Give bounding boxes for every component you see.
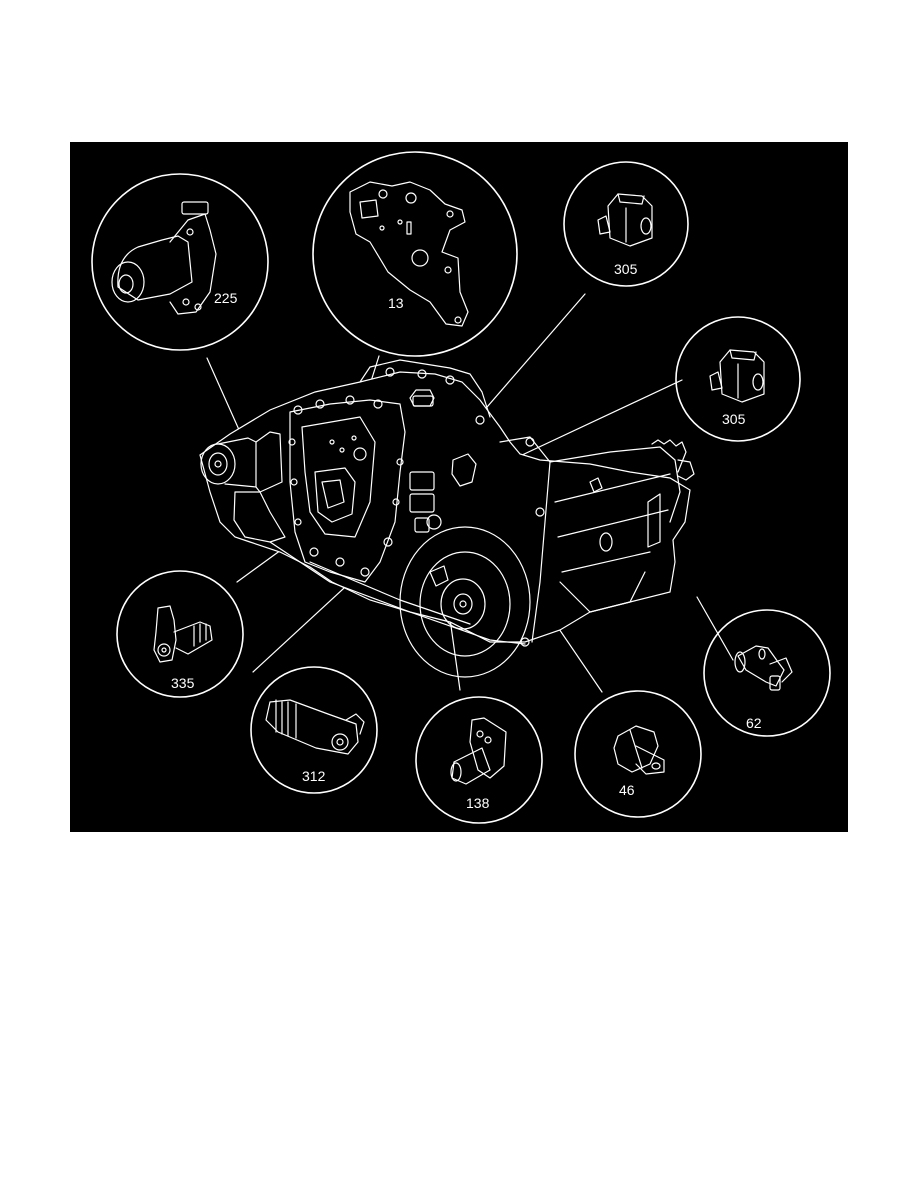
callout-label-138: 138 bbox=[466, 795, 490, 811]
callout-label-305-lower: 305 bbox=[722, 411, 746, 427]
callout-label-225: 225 bbox=[214, 290, 238, 306]
callout-label-305-upper: 305 bbox=[614, 261, 638, 277]
transaxle-component-locator-diagram: 225 13 305 305 335 312 138 46 62 bbox=[70, 142, 848, 832]
callout-305-lower bbox=[675, 316, 801, 442]
torque-converter-housing bbox=[399, 526, 531, 678]
callout-label-335: 335 bbox=[171, 675, 195, 691]
callout-label-62: 62 bbox=[746, 715, 762, 731]
callout-312 bbox=[250, 666, 378, 794]
callout-138 bbox=[415, 696, 543, 824]
callout-335 bbox=[116, 570, 244, 698]
callout-62 bbox=[703, 609, 831, 737]
valve-body-bolts bbox=[288, 395, 404, 577]
callout-label-312: 312 bbox=[302, 768, 326, 784]
callout-13 bbox=[312, 151, 518, 357]
callout-label-46: 46 bbox=[619, 782, 635, 798]
callout-46 bbox=[574, 690, 702, 818]
diagram-artwork bbox=[91, 151, 831, 824]
callout-label-13: 13 bbox=[388, 295, 404, 311]
transaxle-assembly bbox=[199, 359, 695, 678]
callout-225 bbox=[91, 173, 269, 351]
callout-305-upper bbox=[563, 161, 689, 287]
